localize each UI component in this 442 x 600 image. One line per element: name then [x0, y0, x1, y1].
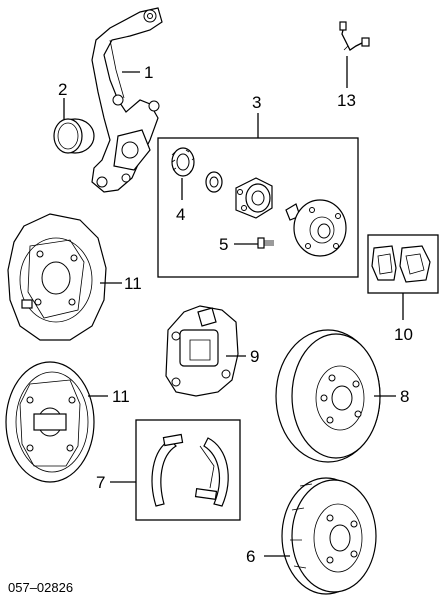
bearing-hub-part — [235, 177, 273, 219]
callout-8-label: 8 — [400, 387, 409, 406]
diagram-code: 057–02826 — [8, 580, 73, 595]
abs-sensor-part — [339, 21, 370, 51]
callout-7-label: 7 — [96, 473, 105, 492]
callout-9-label: 9 — [250, 347, 259, 366]
caliper-part — [165, 305, 239, 397]
hub-bolt-part — [257, 237, 274, 249]
oil-seal-part — [171, 147, 195, 177]
hub-nut-part — [205, 171, 223, 193]
brake-pads-part — [371, 245, 431, 283]
callout-5-label: 5 — [219, 235, 228, 254]
callout-13-label: 13 — [337, 91, 356, 110]
brake-disc-part — [275, 329, 381, 463]
brake-shoes-part — [151, 433, 229, 507]
callout-11-label: 11 — [112, 387, 130, 406]
callout-10-label: 10 — [394, 325, 413, 344]
callout-12-label: 11 — [124, 274, 142, 293]
backing-plate-part — [5, 361, 95, 483]
hub-flange-part — [285, 199, 347, 257]
callout-3-label: 3 — [252, 93, 261, 112]
dust-shield-part — [7, 213, 107, 341]
brake-drum-part — [281, 477, 377, 595]
callout-1-label: 1 — [144, 63, 153, 82]
callout-6-label: 6 — [246, 547, 255, 566]
callout-2-label: 2 — [58, 80, 67, 99]
knuckle-part — [91, 7, 163, 193]
callout-4-label: 4 — [176, 205, 185, 224]
hub-cap-part — [53, 118, 95, 154]
brake-shoes-box — [135, 419, 241, 521]
